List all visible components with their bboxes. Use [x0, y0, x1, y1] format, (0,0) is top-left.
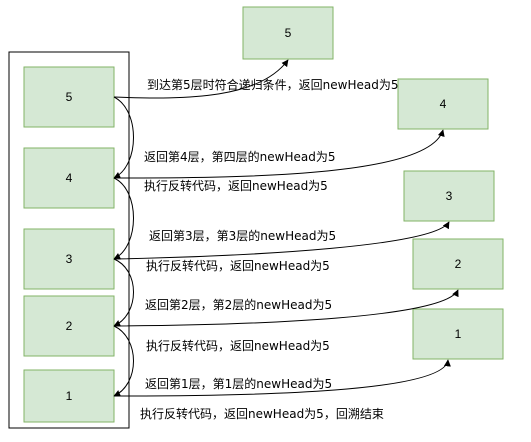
label-return-level2: 返回第2层，第2层的newHead为5: [145, 297, 332, 312]
label-return-level4: 返回第4层，第四层的newHead为5: [144, 149, 335, 164]
list-node-4: 4: [397, 78, 489, 130]
list-node-2: 2: [412, 238, 504, 290]
backtrack-2-to-1: [113, 325, 134, 397]
list-node-5-label: 5: [285, 26, 292, 40]
backtrack-5-to-4: [113, 96, 134, 179]
stack-frame-4: 4: [23, 147, 115, 209]
list-node-2-label: 2: [455, 257, 462, 271]
arrow-frame1-to-node1: [113, 359, 451, 397]
stack-frame-2-label: 2: [66, 319, 73, 333]
list-node-1: 1: [412, 308, 504, 360]
label-return-level1: 返回第1层，第1层的newHead为5: [145, 376, 332, 391]
stack-frame-1-label: 1: [66, 389, 73, 403]
arrow-frame5-to-node5: [113, 59, 289, 99]
stack-frame-5: 5: [23, 66, 115, 128]
label-reverse-1-end: 执行反转代码，返回newHead为5，回溯结束: [140, 406, 384, 421]
list-node-1-label: 1: [455, 327, 462, 341]
arrow-frame2-to-node2: [113, 289, 459, 327]
arrow-frame3-to-node3: [113, 221, 450, 260]
stack-frame-2: 2: [23, 295, 115, 357]
stack-frame-5-label: 5: [66, 90, 73, 104]
stack-frame-4-label: 4: [66, 171, 73, 185]
label-reverse-3: 执行反转代码，返回newHead为5: [146, 258, 330, 273]
label-return-level3: 返回第3层，第3层的newHead为5: [149, 228, 336, 243]
list-node-3: 3: [403, 170, 495, 222]
label-reverse-4: 执行反转代码，返回newHead为5: [144, 178, 328, 193]
backtrack-3-to-2: [113, 258, 134, 327]
label-reach-level5: 到达第5层时符合递归条件，返回newHead为5: [147, 77, 398, 92]
backtrack-4-to-3: [113, 177, 134, 260]
stack-frame-3: 3: [23, 228, 115, 290]
list-node-5: 5: [242, 6, 334, 60]
list-node-3-label: 3: [446, 189, 453, 203]
stack-frame-3-label: 3: [66, 252, 73, 266]
arrow-frame4-to-node4: [113, 129, 445, 179]
stack-frame-1: 1: [23, 369, 115, 423]
label-reverse-2: 执行反转代码，返回newHead为5: [146, 338, 330, 353]
list-node-4-label: 4: [440, 97, 447, 111]
